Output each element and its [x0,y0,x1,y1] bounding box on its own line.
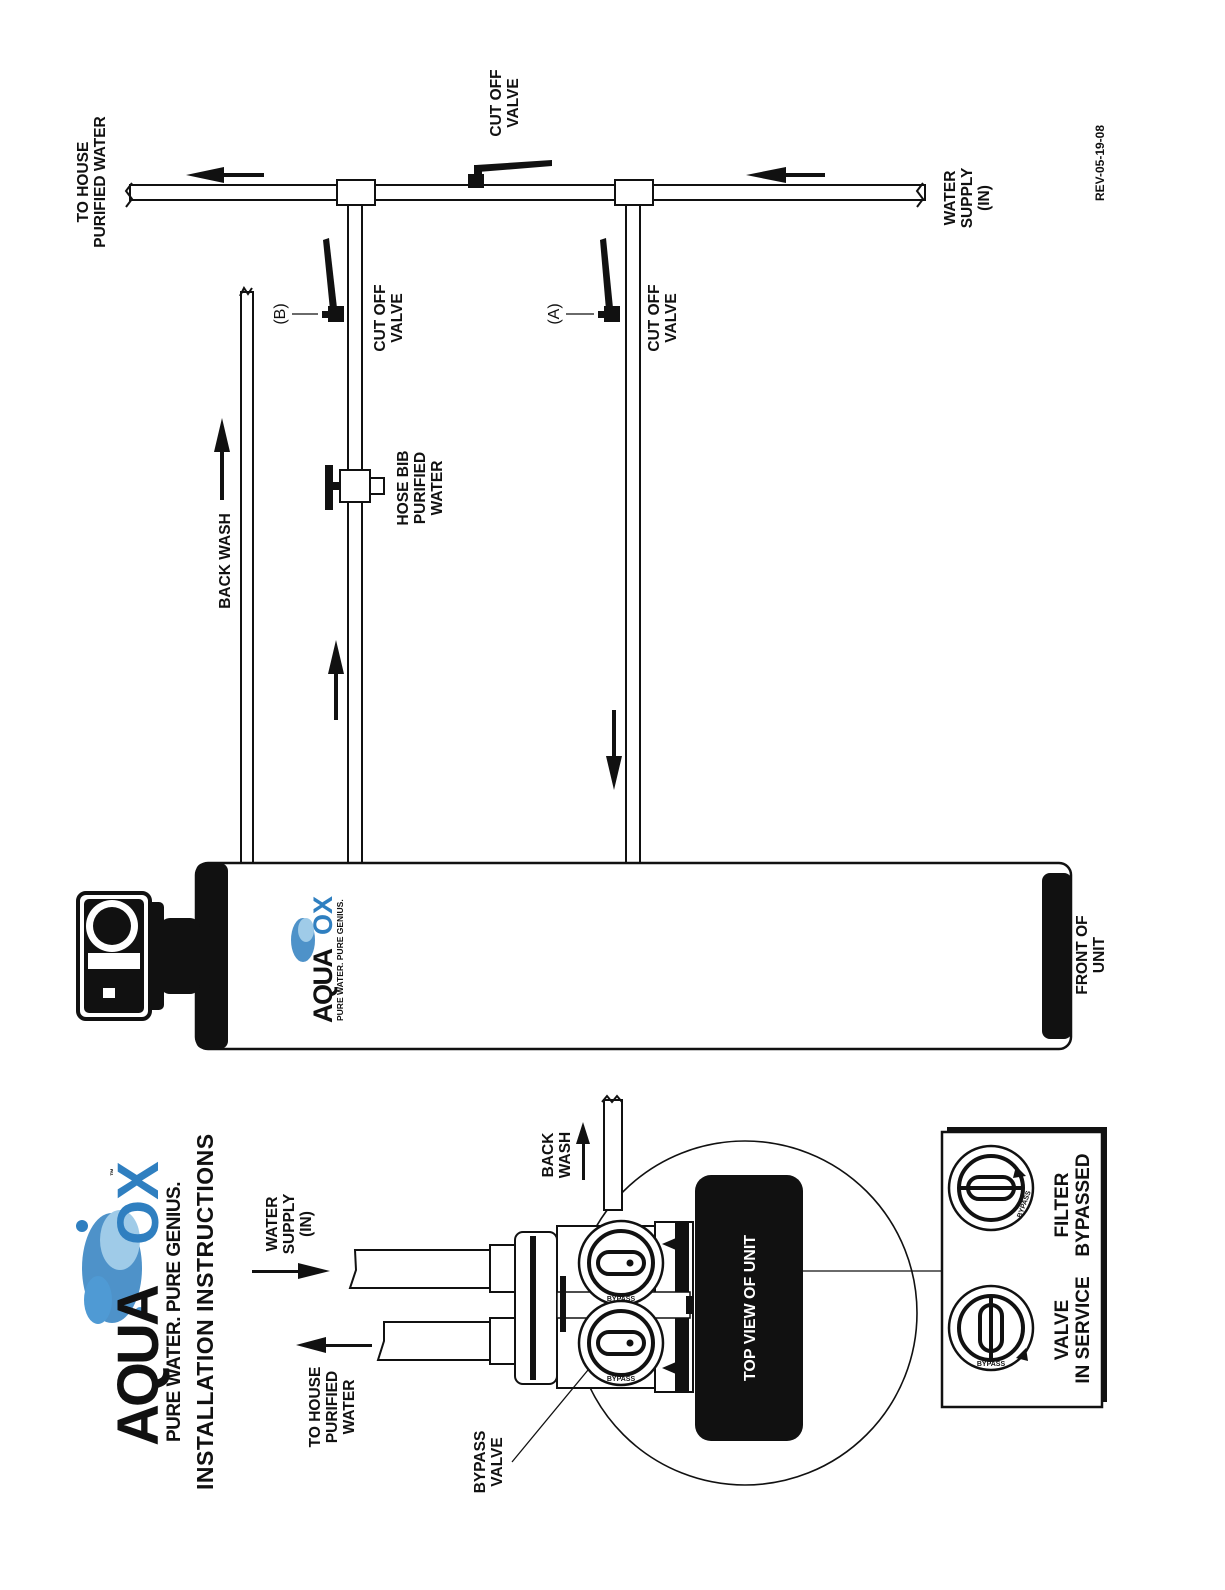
label-hose-bib: HOSE BIB PURIFIED WATER [395,451,446,526]
logo-large-aqua: AQUA [106,1285,171,1446]
label-valve-b-cut-off: CUT OFF VALVE [372,284,406,351]
tee-fitting-inlet [614,179,654,206]
detail-supply-pipe [348,1244,531,1293]
backwash-pipe [239,286,254,866]
bypass-valve-leader [511,1369,589,1463]
legend-bypassed-line-2: BYPASSED [1073,1153,1094,1256]
detail-back-wash-line-2: WASH [557,1132,574,1179]
detail-water-supply-line-1: WATER [264,1197,281,1252]
detail-label-water-supply: WATER SUPPLY (IN) [264,1193,315,1254]
hose-bib-line-1: HOSE BIB [395,451,412,526]
top-view-box [695,1175,803,1441]
detail-back-wash-line-1: BACK [540,1132,557,1178]
detail-water-supply-line-3: (IN) [298,1211,315,1237]
label-front-of-unit: FRONT OF UNIT [1074,915,1108,994]
detail-house-pipe [376,1317,531,1365]
detail-to-house-line-2: PURIFIED [324,1371,341,1443]
outlet-pipe [347,204,363,866]
label-top-cut-off-valve: CUT OFF VALVE [488,69,522,136]
valve-b-marker: (B) [272,303,289,324]
document-title: INSTALLATION INSTRUCTIONS [192,1133,218,1490]
flow-arrow-inlet-down [606,710,622,790]
label-valve-a-cut-off: CUT OFF VALVE [646,284,680,351]
detail-knob-lower-text: BYPASS [607,1376,636,1383]
legend-rotate-arrow-bypassed [1013,1166,1026,1178]
detail-knob-lower[interactable]: BYPASS [577,1299,665,1387]
detail-to-house-line-3: WATER [341,1380,358,1435]
inlet-pipe [625,204,641,866]
detail-label-to-house: TO HOUSE PURIFIED WATER [307,1367,358,1448]
detail-flow-arrow-lower [662,1362,676,1374]
logo-tank-ox: OX [308,896,338,935]
legend-rotate-arrow-in-service [1016,1348,1028,1361]
label-to-house-purified: TO HOUSE PURIFIED WATER [75,116,109,247]
top-view-label: TOP VIEW OF UNIT [742,1235,759,1381]
front-of-unit-line-2: UNIT [1091,936,1108,973]
valve-a-line-2: VALVE [663,293,680,342]
aquaox-logo-large: AQUA OX ™ PURE WATER. PURE GENIUS. [76,1161,185,1446]
hose-bib-line-2: PURIFIED [412,452,429,524]
top-cut-off-line-1: CUT OFF [488,69,505,136]
valve-b-line-1: CUT OFF [372,284,389,351]
flow-arrow-backwash [214,418,230,500]
top-cut-off-line-2: VALVE [505,78,522,127]
to-house-line-2: PURIFIED WATER [92,116,109,247]
revision-code: REV-05-19-08 [1093,125,1107,201]
flow-arrow-supply-in [746,167,825,183]
logo-large-tagline: PURE WATER. PURE GENIUS. [164,1182,185,1442]
label-water-supply-in: WATER SUPPLY (IN) [942,167,993,228]
water-ox-splash-small-icon [291,918,315,962]
flow-arrow-outlet-up [328,640,344,720]
detail-to-house-line-1: TO HOUSE [307,1367,324,1448]
detail-water-supply-line-2: SUPPLY [281,1193,298,1254]
detail-arrow-to-house [296,1337,372,1353]
detail-bypass-valve-line-1: BYPASS [472,1431,489,1494]
legend-knob-in-service-text: BYPASS [977,1361,1006,1368]
legend-bypassed-line-1: FILTER [1052,1172,1073,1237]
detail-arrow-supply-in [252,1263,330,1279]
legend-in-service-label: VALVE IN SERVICE [1052,1276,1094,1383]
legend-in-service-line-1: VALVE [1052,1300,1073,1361]
tee-fitting-outlet [336,179,376,206]
legend-bypassed-label: FILTER BYPASSED [1052,1153,1094,1256]
flow-arrow-to-house [186,167,264,183]
detail-backwash-pipe [601,1094,623,1211]
detail-flow-arrow-upper [662,1238,676,1250]
detail-knob-upper[interactable]: BYPASS [577,1219,665,1307]
cut-off-valve-a-icon [598,238,620,322]
logo-large-ox: OX [106,1161,171,1245]
main-pipe-horizontal [124,182,926,208]
logo-tank-aqua: AQUA [308,949,338,1023]
detail-knob-upper-text: BYPASS [607,1296,636,1303]
legend-knob-in-service: BYPASS [947,1284,1035,1372]
top-cut-off-valve-icon [468,160,552,188]
detail-arrow-backwash [576,1122,590,1180]
water-supply-line-3: (IN) [976,185,993,211]
logo-large-trademark: ™ [109,1168,118,1176]
valve-b-line-2: VALVE [389,293,406,342]
legend-knob-bypassed: BYPASS [947,1144,1035,1232]
valve-a-marker: (A) [546,303,563,324]
hose-bib-icon [325,465,385,510]
water-ox-splash-icon [76,1210,145,1324]
aquaox-logo-tank: AQUA OX PURE WATER. PURE GENIUS. [291,896,345,1023]
valve-a-line-1: CUT OFF [646,284,663,351]
cut-off-valve-b-icon [322,238,344,322]
detail-label-bypass-valve: BYPASS VALVE [472,1431,506,1494]
detail-label-back-wash: BACK WASH [540,1132,574,1179]
control-valve-head [76,891,200,1021]
front-of-unit-line-1: FRONT OF [1074,915,1091,994]
hose-bib-line-3: WATER [429,461,446,516]
to-house-line-1: TO HOUSE [75,142,92,223]
legend-in-service-line-2: IN SERVICE [1073,1276,1094,1383]
label-back-wash: BACK WASH [217,513,234,609]
detail-bypass-valve-line-2: VALVE [489,1437,506,1486]
water-supply-line-1: WATER [942,171,959,226]
water-supply-line-2: SUPPLY [959,167,976,228]
logo-tank-tagline: PURE WATER. PURE GENIUS. [335,899,345,1021]
